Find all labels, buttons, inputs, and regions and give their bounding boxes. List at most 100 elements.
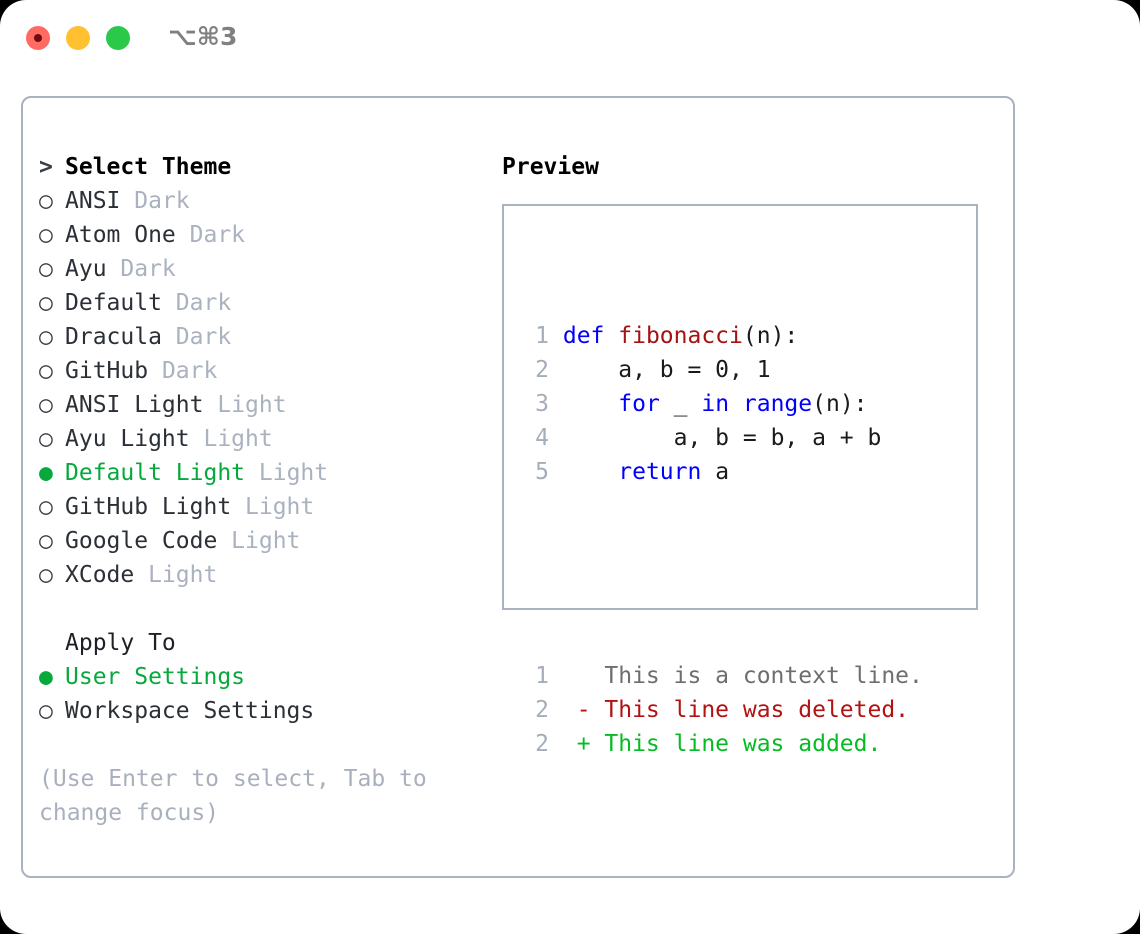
line-number: 2 — [535, 731, 549, 757]
apply-to-list: ● User Settings ○ Workspace Settings — [39, 660, 479, 728]
theme-list: ○ANSI Dark○Atom One Dark○Ayu Dark○Defaul… — [39, 184, 479, 592]
section-spacer — [39, 592, 479, 626]
theme-category-label: Dark — [134, 188, 190, 214]
theme-name-label: ANSI Light — [65, 392, 218, 418]
code-token: range — [742, 391, 813, 417]
theme-name-label: GitHub Light — [65, 494, 246, 520]
theme-list-item[interactable]: ○Ayu Light Light — [39, 422, 479, 456]
theme-name-label: Default Light — [65, 460, 259, 486]
radio-unselected-icon: ○ — [39, 426, 53, 452]
theme-name-label: Atom One — [65, 222, 190, 248]
maximize-button-icon[interactable] — [106, 26, 130, 50]
radio-unselected-icon: ○ — [39, 494, 53, 520]
theme-category-label: Dark — [120, 256, 176, 282]
theme-list-item[interactable]: ○Ayu Dark — [39, 252, 479, 286]
theme-category-label: Dark — [189, 222, 246, 248]
radio-unselected-icon: ○ — [39, 698, 53, 724]
theme-list-item[interactable]: ○Google Code Light — [39, 524, 479, 558]
radio-unselected-icon: ○ — [39, 562, 53, 588]
preview-title: Preview — [502, 154, 599, 180]
diff-line-text: + This line was added. — [549, 731, 882, 757]
theme-list-item[interactable]: ○GitHub Dark — [39, 354, 479, 388]
theme-name-label: Ayu Light — [65, 426, 204, 452]
theme-list-item[interactable]: ● Default Light Light — [39, 456, 479, 490]
radio-unselected-icon: ○ — [39, 528, 53, 554]
apply-to-item[interactable]: ● User Settings — [39, 660, 479, 694]
line-number: 3 — [535, 391, 549, 417]
theme-category-label: Dark — [175, 324, 232, 350]
theme-category-label: Light — [258, 460, 329, 486]
theme-list-heading: > Select Theme — [39, 150, 479, 184]
title-bar: ⌥⌘3 — [0, 0, 1140, 80]
radio-selected-icon: ● — [39, 460, 53, 486]
apply-to-label: User Settings — [65, 664, 246, 690]
diff-line-text: - This line was deleted. — [549, 697, 910, 723]
theme-list-item[interactable]: ○ XCode Light — [39, 558, 479, 592]
code-token: fibonacci — [618, 323, 743, 349]
line-number: 2 — [535, 697, 549, 723]
theme-name-label: Dracula — [65, 324, 176, 350]
code-line: 3 for _ in range(n): — [521, 387, 923, 421]
code-token: a, b = b, a + b — [562, 425, 882, 451]
radio-unselected-icon: ○ — [39, 324, 53, 350]
line-number: 1 — [535, 323, 549, 349]
theme-list-item[interactable]: ○ ANSI Dark — [39, 184, 479, 218]
code-token — [563, 459, 618, 485]
theme-name-label: Google Code — [65, 528, 232, 554]
preview-column: Preview 1 def fibonacci(n):2 a, b = 0, 1… — [502, 150, 992, 757]
radio-unselected-icon: ○ — [39, 392, 53, 418]
theme-name-label: XCode — [65, 562, 149, 588]
theme-list-item[interactable]: ○ ANSI Light Light — [39, 388, 479, 422]
line-number: 1 — [535, 663, 549, 689]
apply-to-item[interactable]: ○ Workspace Settings — [39, 694, 479, 728]
code-token: a, b = 0, 1 — [562, 357, 771, 383]
code-line: 1 def fibonacci(n): — [521, 319, 923, 353]
diff-line-text: This is a context line. — [549, 663, 923, 689]
theme-name-label: GitHub — [65, 358, 162, 384]
code-line: 2 a, b = 0, 1 — [521, 353, 923, 387]
keyboard-hint: (Use Enter to select, Tab to change focu… — [39, 766, 427, 826]
code-token: for — [618, 391, 660, 417]
cursor-icon: > — [39, 154, 53, 180]
theme-category-label: Light — [148, 562, 218, 588]
theme-list-heading-label: Select Theme — [65, 154, 232, 180]
theme-category-label: Dark — [175, 290, 232, 316]
code-token: return — [618, 459, 702, 485]
theme-list-item[interactable]: ○ Dracula Dark — [39, 320, 479, 354]
theme-list-item[interactable]: ○ Atom One Dark — [39, 218, 479, 252]
theme-name-label: ANSI — [65, 188, 135, 214]
radio-unselected-icon: ○ — [39, 290, 53, 316]
code-token — [563, 391, 618, 417]
code-line: 4 a, b = b, a + b — [521, 421, 923, 455]
theme-list-item[interactable]: ○ GitHub Light Light — [39, 490, 479, 524]
code-token: def — [562, 323, 619, 349]
apply-to-label: Workspace Settings — [65, 698, 315, 724]
radio-unselected-icon: ○ — [39, 222, 53, 248]
diff-line: 2 + This line was added. — [521, 727, 923, 761]
diff-line: 1 This is a context line. — [521, 659, 923, 693]
code-line: 5 return a — [521, 455, 923, 489]
line-number: 4 — [535, 425, 549, 451]
theme-category-label: Light — [245, 494, 315, 520]
code-token: in — [701, 391, 743, 417]
code-diff-spacer — [521, 557, 923, 591]
theme-category-label: Light — [217, 392, 287, 418]
apply-to-heading: Apply To — [65, 630, 176, 656]
code-token: _ — [659, 391, 702, 417]
diff-sample: 1 This is a context line.2 - This line w… — [521, 659, 923, 761]
minimize-button-icon[interactable] — [66, 26, 90, 50]
code-token: (n): — [812, 391, 868, 417]
radio-selected-icon: ● — [39, 664, 53, 690]
close-button-icon[interactable] — [26, 26, 50, 50]
line-number: 2 — [535, 357, 549, 383]
theme-name-label: Ayu — [65, 256, 121, 282]
theme-list-item[interactable]: ○Default Dark — [39, 286, 479, 320]
radio-unselected-icon: ○ — [39, 188, 53, 214]
code-token: (n): — [742, 323, 799, 349]
theme-category-label: Dark — [161, 358, 218, 384]
main-panel: >Select Theme ○ANSI Dark○Atom One Dark○A… — [21, 96, 1015, 878]
